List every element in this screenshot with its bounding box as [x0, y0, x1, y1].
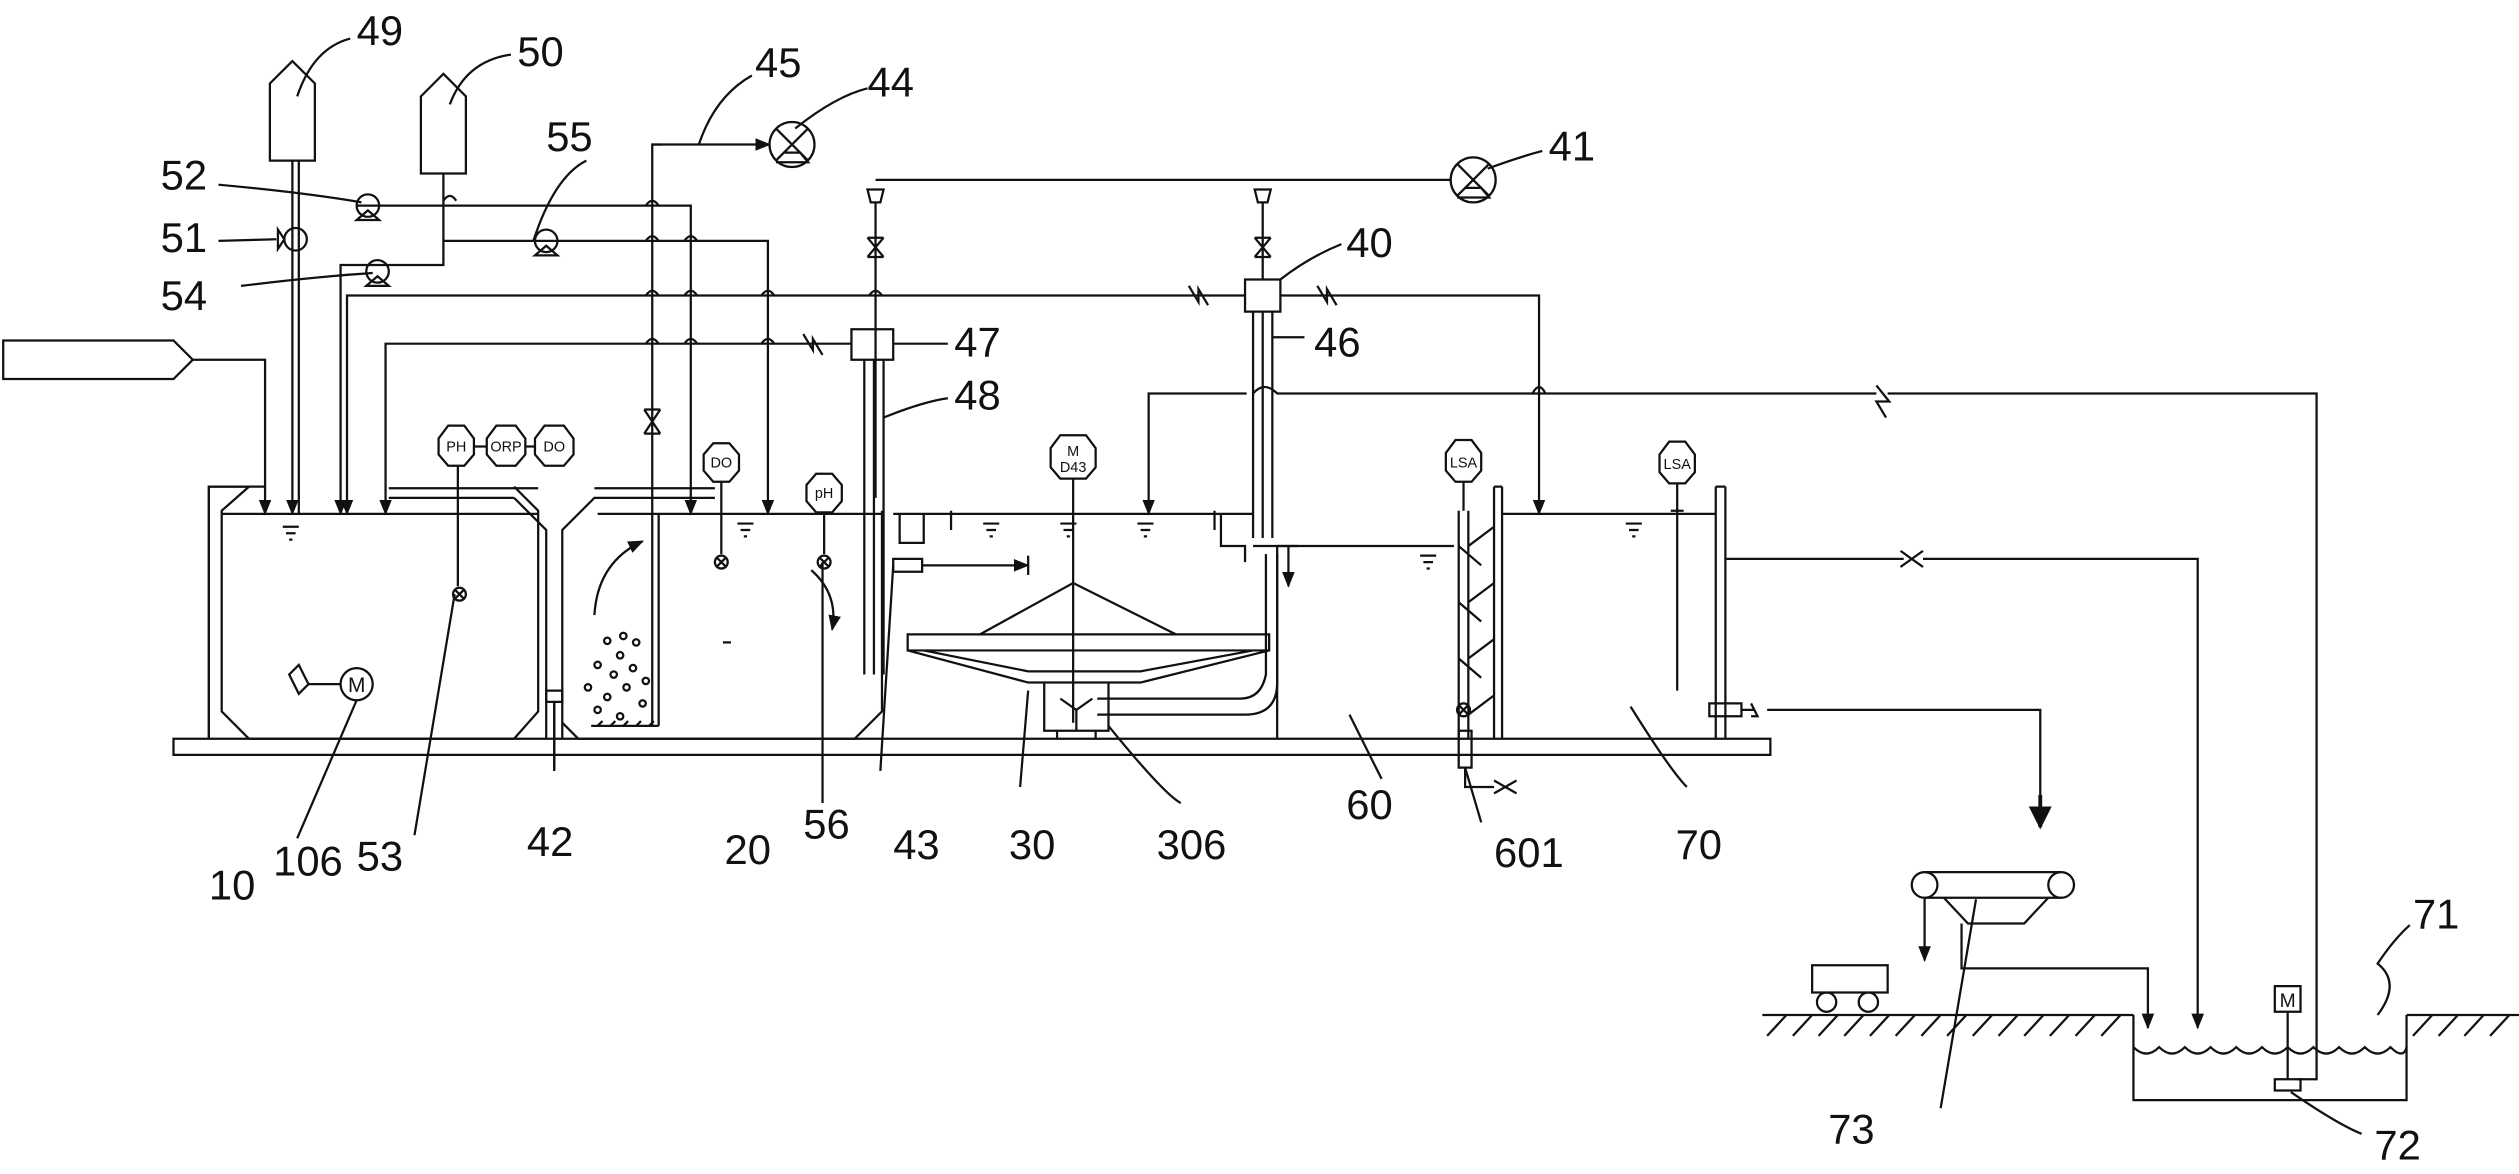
- label-42: 42: [527, 818, 573, 865]
- sludge-cart: [1811, 964, 1889, 1013]
- do-label: DO: [543, 439, 565, 455]
- label-60: 60: [1346, 781, 1392, 828]
- tank-20: DO pH: [561, 442, 884, 804]
- lsa-label: LSA: [1450, 455, 1478, 471]
- label-73: 73: [1828, 1105, 1874, 1152]
- label-55: 55: [546, 113, 592, 160]
- label-54: 54: [161, 272, 207, 319]
- label-70: 70: [1676, 821, 1722, 868]
- blower-41: [866, 156, 1497, 498]
- label-52: 52: [161, 152, 207, 199]
- label-44: 44: [868, 58, 914, 105]
- label-50: 50: [517, 28, 563, 75]
- aeration-bubbles: [583, 631, 651, 721]
- ph-label: pH: [815, 486, 833, 502]
- label-48: 48: [954, 372, 1000, 419]
- label-306: 306: [1157, 821, 1227, 868]
- pond-71: M: [1142, 384, 2411, 1102]
- label-51: 51: [161, 214, 207, 261]
- label-53: 53: [357, 832, 403, 879]
- tank-70: LSA: [1492, 440, 2204, 1030]
- label-56: 56: [803, 800, 849, 847]
- pump-54: [363, 259, 392, 287]
- belt-press-73: [1910, 870, 2155, 1109]
- sludge-return-lines: [340, 199, 1547, 675]
- ph-label: PH: [446, 439, 466, 455]
- label-71: 71: [2413, 890, 2459, 937]
- do-label: DO: [710, 455, 732, 471]
- label-106: 106: [273, 837, 343, 884]
- label-30: 30: [1009, 821, 1055, 868]
- pump-55: [531, 228, 561, 257]
- part-labels: 10 106 53 42 20 56 43 30 306 60 601 70 7…: [161, 7, 2460, 1169]
- valve-51: [276, 225, 308, 253]
- clarifier-model-label: D43: [1060, 460, 1087, 476]
- label-45: 45: [755, 39, 801, 86]
- leader-lines: [218, 37, 2362, 1135]
- label-49: 49: [357, 7, 403, 54]
- influent-pipe: [2, 339, 272, 516]
- lsa-label: LSA: [1664, 457, 1692, 473]
- pump-motor-label: M: [2280, 991, 2296, 1012]
- label-41: 41: [1549, 123, 1595, 170]
- label-46: 46: [1314, 319, 1360, 366]
- ground-line: [1762, 1013, 2519, 1037]
- label-43: 43: [893, 821, 939, 868]
- label-47: 47: [954, 319, 1000, 366]
- motor-label: M: [348, 674, 365, 697]
- base-slab: [172, 737, 1772, 756]
- clarifier-motor-label: M: [1067, 444, 1079, 460]
- orp-label: ORP: [490, 439, 521, 455]
- clarifier-30: M D43: [892, 434, 1299, 739]
- tank-49: [268, 59, 316, 516]
- tank-10: M: [207, 485, 540, 839]
- tank-50: [334, 72, 775, 516]
- tank-60: LSA: [1276, 438, 1518, 823]
- label-72: 72: [2374, 1122, 2420, 1169]
- label-40: 40: [1346, 219, 1392, 266]
- label-601: 601: [1494, 829, 1564, 876]
- channel-wall-42: [388, 487, 715, 771]
- blower-44: [643, 120, 816, 726]
- label-10: 10: [209, 861, 255, 908]
- label-20: 20: [725, 826, 771, 873]
- pump-52: [353, 193, 383, 222]
- instrument-ph-orp-do: PH ORP DO: [413, 424, 575, 836]
